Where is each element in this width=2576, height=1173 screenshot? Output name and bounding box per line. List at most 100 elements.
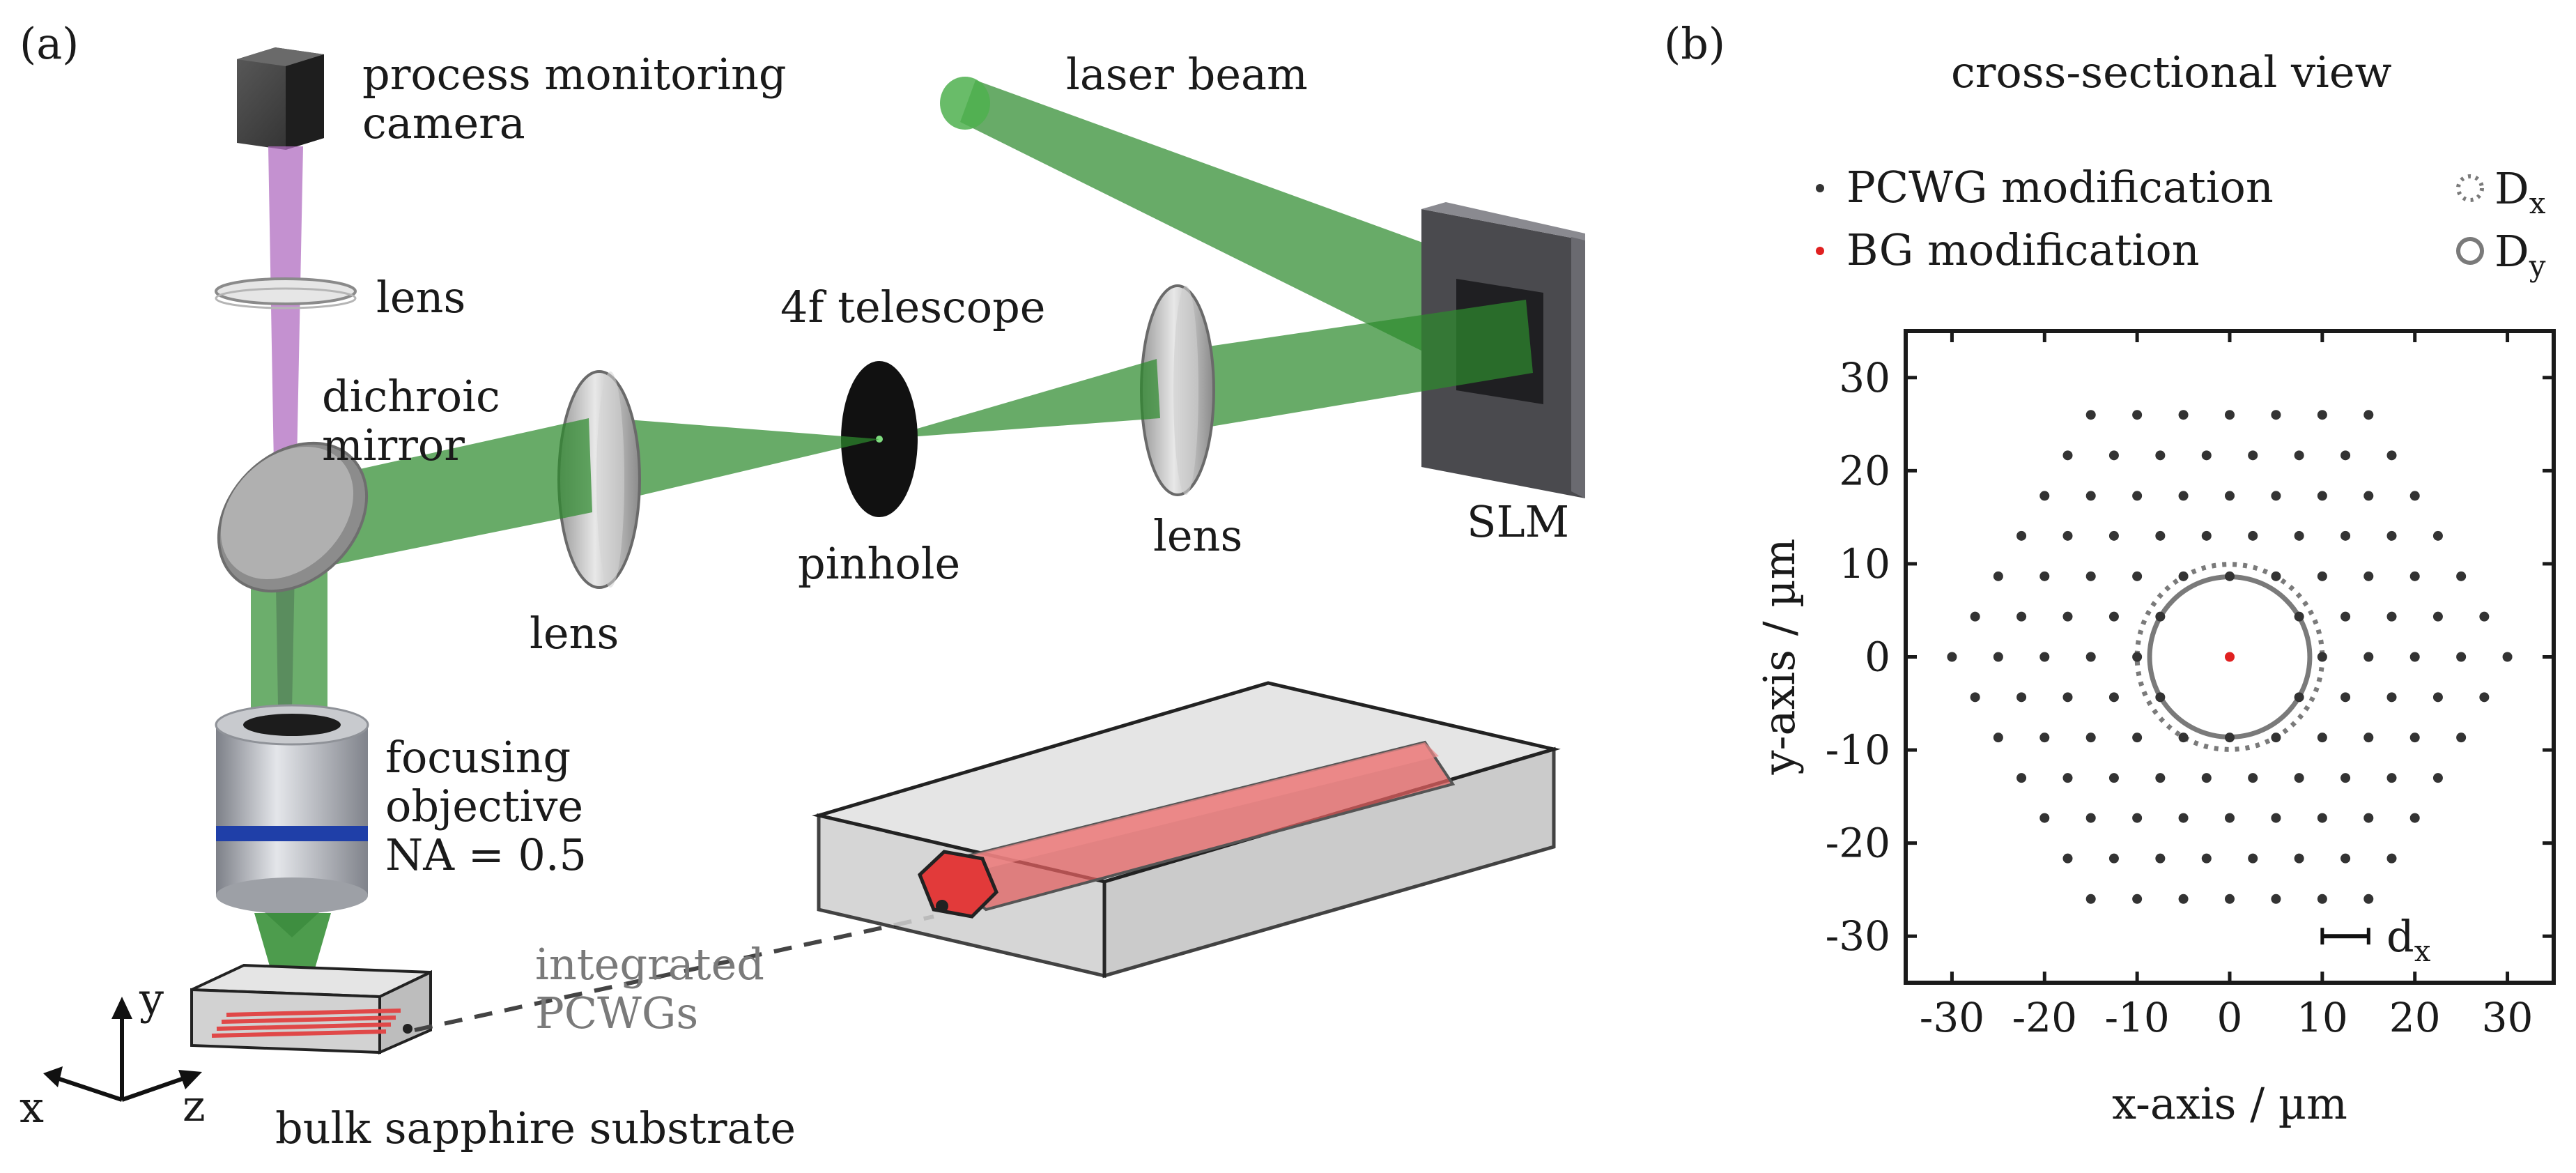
pcwg-point <box>2085 491 2096 501</box>
pcwg-point <box>2108 530 2119 541</box>
pcwg-point <box>2386 450 2397 461</box>
pcwg-point <box>2248 530 2258 541</box>
pcwg-point <box>2132 410 2143 420</box>
pcwg-point <box>2225 410 2235 420</box>
pcwg-point <box>2155 692 2166 703</box>
pcwg-point <box>2317 491 2327 501</box>
pcwg-point <box>2432 530 2443 541</box>
coordinate-axes <box>43 997 202 1102</box>
pcwg-point <box>2271 813 2281 823</box>
sapphire-substrate <box>190 963 432 1055</box>
pcwg-point <box>2340 611 2351 622</box>
objective-label-3: NA = 0.5 <box>385 829 587 880</box>
pcwg-point <box>2132 571 2143 581</box>
pcwg-point <box>2317 571 2327 581</box>
beam-cone-right <box>881 359 1160 439</box>
pcwg-point <box>2409 813 2420 823</box>
y-tick-label: 30 <box>1839 354 1890 401</box>
pcwg-point <box>2248 773 2258 783</box>
y-axis-label: y-axis / µm <box>1754 539 1805 776</box>
pcwg-point <box>2178 571 2189 581</box>
pinhole-label: pinhole <box>798 538 960 589</box>
pcwg-point <box>2085 894 2096 904</box>
pcwg-point <box>2432 692 2443 703</box>
x-tick-label: 30 <box>2482 994 2533 1041</box>
pcwg-point <box>2363 813 2374 823</box>
pcwg-point <box>2340 692 2351 703</box>
pcwg-point <box>2039 491 2050 501</box>
pcwg-point <box>2225 813 2235 823</box>
pcwg-point <box>2016 611 2027 622</box>
pcwg-point <box>2201 853 2212 864</box>
pcwg-point <box>2409 491 2420 501</box>
focusing-objective <box>215 704 369 937</box>
dichroic-label-1: dichroic <box>322 371 500 422</box>
pcwg-point <box>2363 733 2374 743</box>
pcwg-point <box>2108 450 2119 461</box>
panel-b: (b) cross-sectional view PCWG modificati… <box>1664 18 2556 1129</box>
pcwg-point <box>2085 733 2096 743</box>
legend-dx-text: Dx <box>2494 163 2546 220</box>
laser-beam-label: laser beam <box>1066 49 1308 100</box>
pcwg-point <box>2201 450 2212 461</box>
pcwg-lines <box>211 1009 401 1038</box>
panel-a: (a) <box>20 18 1585 1153</box>
pcwg-point <box>2409 733 2420 743</box>
pcwg-point <box>2386 853 2397 864</box>
bg-point <box>2225 652 2235 662</box>
pcwg-point <box>2479 692 2490 703</box>
camera-label-2: camera <box>362 98 525 148</box>
y-tick-label: 20 <box>1839 447 1890 494</box>
pcwg-point <box>2456 733 2467 743</box>
pcwg-point <box>2340 450 2351 461</box>
pcwg-point <box>2178 491 2189 501</box>
pcwg-point <box>2225 894 2235 904</box>
pcwg-point <box>2016 692 2027 703</box>
legend-pcwg-marker <box>1816 184 1824 192</box>
objective-label-2: objective <box>385 781 583 831</box>
pcwg-point <box>2225 571 2235 581</box>
pcwg-point <box>2016 773 2027 783</box>
y-tick-label: -10 <box>1826 726 1890 774</box>
axis-z-label: z <box>183 1080 206 1131</box>
pcwg-point <box>2317 813 2327 823</box>
x-tick-label: -10 <box>2104 994 2169 1041</box>
x-tick-label: 20 <box>2389 994 2441 1041</box>
axis-x-label: x <box>20 1082 44 1133</box>
pcwg-point <box>2294 692 2304 703</box>
data-points <box>1947 410 2513 904</box>
pcwg-point <box>2317 894 2327 904</box>
x-tick-label: 10 <box>2297 994 2348 1041</box>
pcwg-point <box>2340 773 2351 783</box>
dichroic-label-2: mirror <box>322 420 465 470</box>
legend-bg-marker <box>1816 247 1824 255</box>
pcwg-point <box>2178 813 2189 823</box>
pcwg-point <box>2132 894 2143 904</box>
pcwg-point <box>2178 733 2189 743</box>
pcwg-point <box>2039 813 2050 823</box>
pcwg-point <box>2062 530 2073 541</box>
pcwg-point <box>2294 773 2304 783</box>
pcwg-point <box>2317 733 2327 743</box>
laser-beam <box>940 77 1522 394</box>
pcwg-point <box>2132 652 2143 662</box>
pcwg-point <box>2201 530 2212 541</box>
pcwg-point <box>2456 571 2467 581</box>
beam-cone-left <box>610 418 879 502</box>
y-tick-label: -30 <box>1826 912 1890 960</box>
pcwg-point <box>2271 410 2281 420</box>
pcwg-point <box>2294 611 2304 622</box>
pcwg-point <box>2363 894 2374 904</box>
pcwg-point <box>2108 853 2119 864</box>
pcwg-point <box>2294 853 2304 864</box>
pcwg-point <box>2108 773 2119 783</box>
pcwg-point <box>2132 813 2143 823</box>
waveguide-zoom-box <box>812 681 1561 979</box>
lens-left-label: lens <box>530 608 619 659</box>
pcwg-point <box>2062 692 2073 703</box>
pcwg-point <box>2225 491 2235 501</box>
pcwg-point <box>2039 652 2050 662</box>
